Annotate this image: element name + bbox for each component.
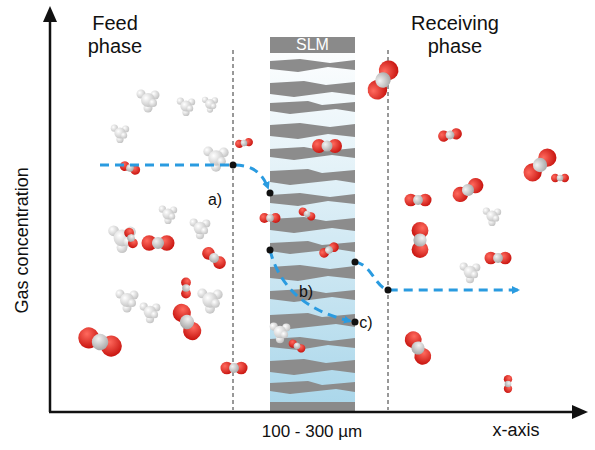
step-label: a) [208, 191, 222, 209]
step-label: b) [299, 283, 313, 301]
step-dots [230, 162, 392, 326]
axis-title: Gas concentration [12, 167, 33, 313]
x-arrow [572, 405, 588, 419]
membrane-pores [270, 59, 355, 394]
phase-label: Feed phase [70, 12, 160, 58]
membrane-label: SLM [270, 37, 355, 53]
step-label: c) [359, 314, 372, 332]
y-axis [49, 18, 52, 412]
x-axis-line [49, 411, 574, 414]
boundary-line [388, 50, 389, 410]
membrane-top [270, 37, 355, 53]
molecules [75, 57, 569, 393]
y-arrow [43, 6, 57, 22]
membrane-node: SLM [270, 37, 355, 412]
dimension-label: 100 - 300 µm [262, 422, 363, 442]
boundary-line [233, 50, 234, 410]
membrane-bottom [270, 402, 355, 412]
phase-label: Receiving phase [405, 12, 505, 58]
membrane-band [270, 37, 355, 412]
transport-path [100, 165, 518, 321]
axis-title: x-axis [492, 420, 539, 441]
